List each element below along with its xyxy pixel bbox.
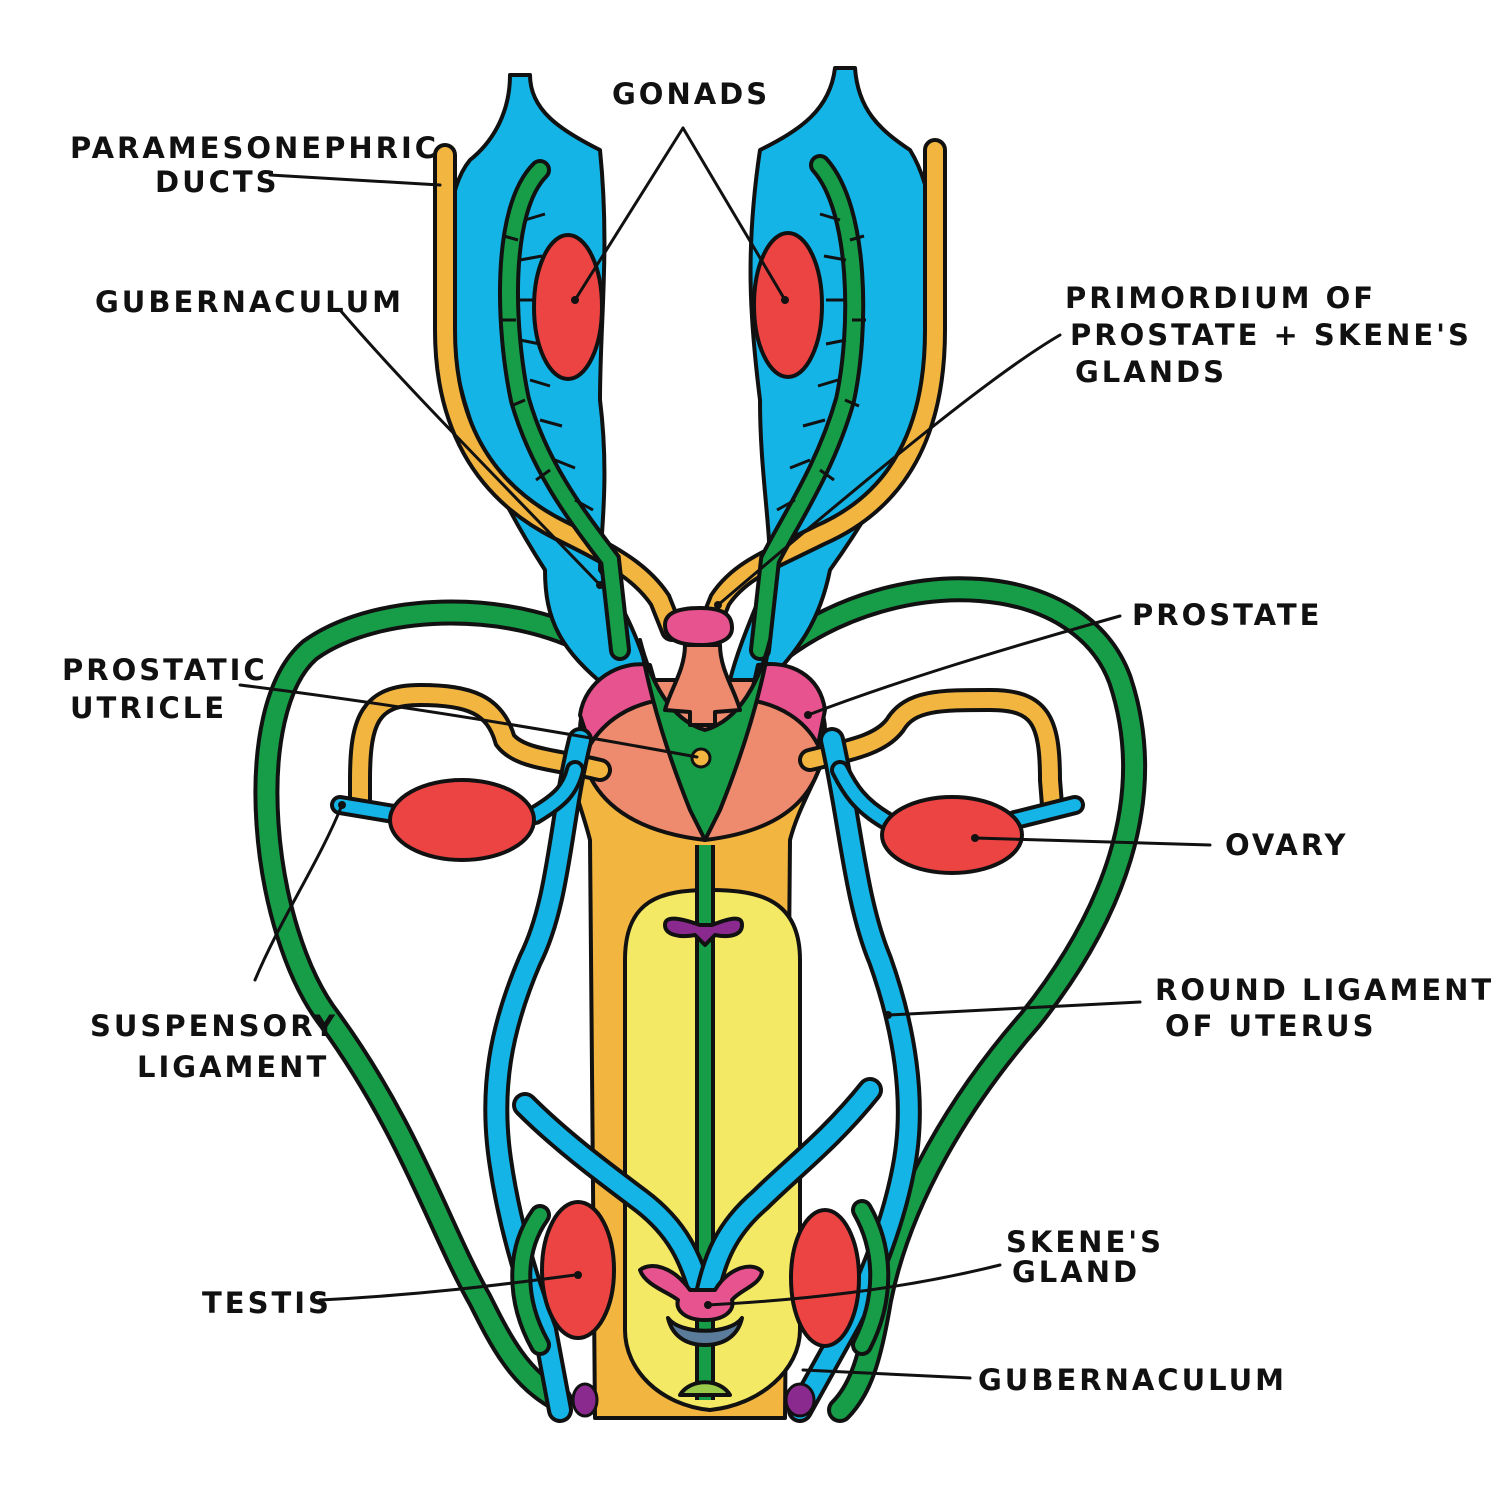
leader-lines (238, 126, 1212, 1380)
testis-left (540, 1200, 616, 1340)
testis-right (789, 1208, 861, 1348)
bottom-green-bud (678, 1380, 732, 1397)
label-round-ligament-line1: ROUND LIGAMENT (1155, 973, 1494, 1007)
urethra-green (638, 638, 772, 842)
gonad-left (532, 233, 604, 381)
label-skenes-line1: SKENE'S (1006, 1225, 1164, 1259)
label-suspensory-line1: SUSPENSORY (90, 1009, 338, 1043)
ovary-left (388, 778, 536, 862)
purple-bud-left (571, 1382, 599, 1418)
label-gonads: GONADS (612, 77, 770, 111)
label-paramesonephric-line1: PARAMESONEPHRIC (70, 131, 439, 165)
purple-bud-right (784, 1382, 816, 1418)
ovary-right (880, 795, 1024, 875)
label-primordium-line1: PRIMORDIUM OF (1065, 281, 1376, 315)
prostatic-utricle (690, 747, 712, 769)
leader-dots (338, 296, 979, 1309)
label-gubernaculum-top: GUBERNACULUM (95, 285, 404, 319)
label-skenes-line2: GLAND (1012, 1255, 1140, 1289)
label-paramesonephric-line2: DUCTS (155, 165, 280, 199)
label-prostatic-utricle-line1: PROSTATIC (62, 653, 268, 687)
gonad-right (752, 231, 824, 379)
label-testis: TESTIS (202, 1286, 332, 1320)
label-primordium-line3: GLANDS (1075, 355, 1227, 389)
label-prostate: PROSTATE (1132, 598, 1322, 632)
label-ovary: OVARY (1225, 828, 1349, 862)
label-prostatic-utricle-line2: UTRICLE (70, 691, 227, 725)
skenes-gland (638, 1264, 764, 1322)
skenes-base (666, 1316, 744, 1347)
label-primordium-line2: PROSTATE + SKENE'S (1070, 318, 1472, 352)
label-gubernaculum-bottom: GUBERNACULUM (978, 1363, 1287, 1397)
label-round-ligament-line2: OF UTERUS (1165, 1009, 1376, 1043)
prostate-center (663, 643, 742, 727)
purple-bud-top (663, 916, 744, 947)
tubule-branches-right (776, 212, 866, 512)
primordium-prostate (663, 606, 734, 647)
label-suspensory-line2: LIGAMENT (137, 1050, 329, 1084)
